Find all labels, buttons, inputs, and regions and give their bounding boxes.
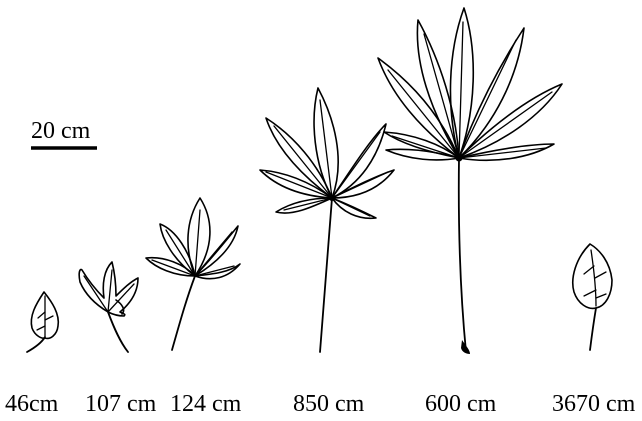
leaf-3-drawing: [146, 198, 240, 350]
leaf-1-height-label: 46cm: [5, 391, 59, 417]
leaf-6-drawing: [573, 244, 612, 350]
leaf-5-drawing: [378, 8, 562, 354]
leaf-3-height-label: 124 cm: [170, 391, 242, 417]
scale-bar-label: 20 cm: [31, 118, 91, 144]
leaf-4-height-label: 850 cm: [293, 391, 365, 417]
leaf-4-drawing: [260, 88, 394, 352]
scale-bar: 20 cm: [31, 118, 97, 148]
leaf-2-drawing: [79, 262, 138, 352]
leaf-2-height-label: 107 cm: [85, 391, 157, 417]
leaf-1-drawing: [27, 292, 58, 352]
leaf-5-height-label: 600 cm: [425, 391, 497, 417]
leaf-6-height-label: 3670 cm: [552, 391, 636, 417]
